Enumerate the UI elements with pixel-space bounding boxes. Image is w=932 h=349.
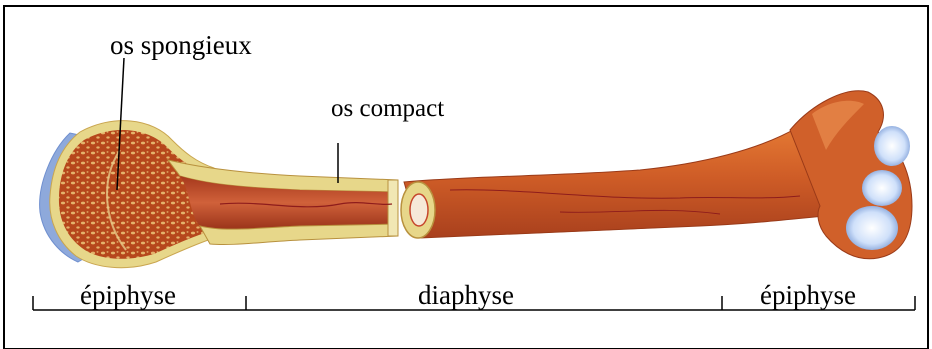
compact-bone-label: os compact [331,95,444,122]
left-cut-face [388,180,398,236]
right-epiphysis [790,91,912,259]
right-cartilage-mid [862,170,902,206]
epiphysis-left-label: épiphyse [80,280,176,310]
spongy-bone-label: os spongieux [110,30,252,60]
right-cartilage-bottom [846,206,898,250]
right-cartilage-top [874,126,910,166]
epiphysis-right-label: épiphyse [760,280,856,310]
right-shaft [401,126,846,238]
diaphysis-label: diaphyse [418,280,514,310]
right-shaft-surface [404,126,846,238]
shaft-cross-section-marrow [410,194,428,226]
